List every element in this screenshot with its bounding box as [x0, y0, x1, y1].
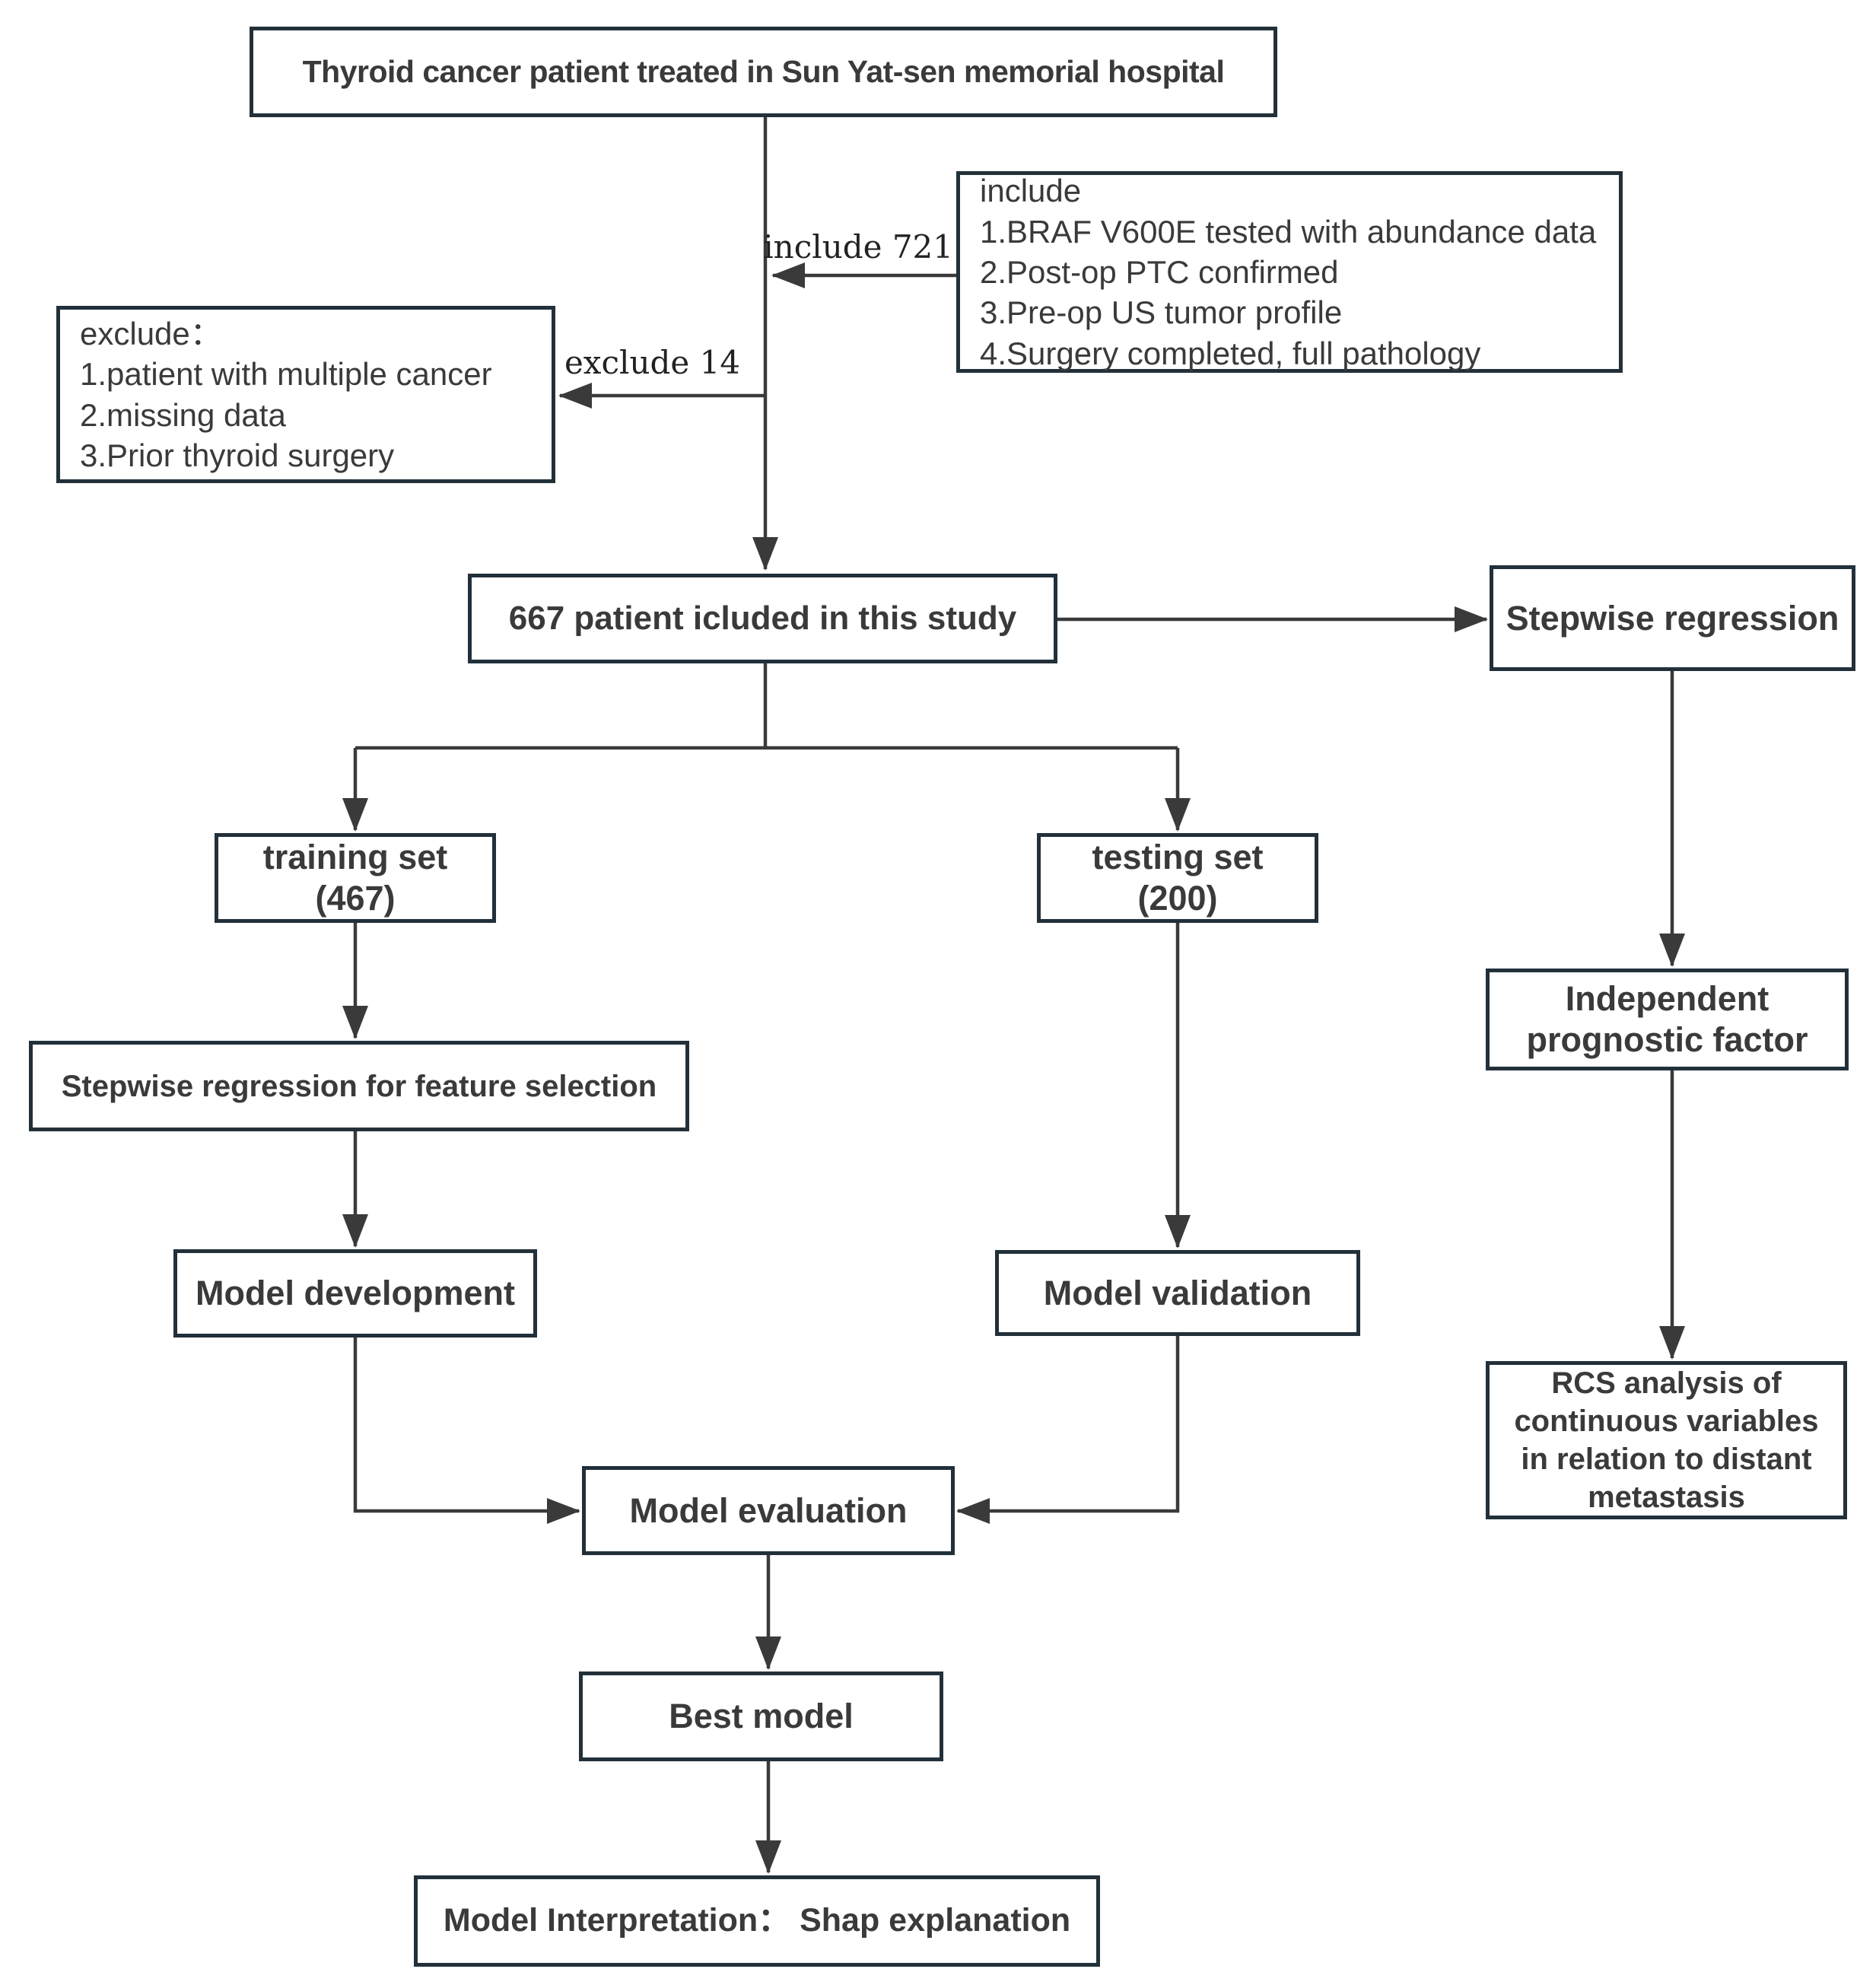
testing-set-count: (200)	[1137, 879, 1218, 918]
independent-line: Independent	[1565, 979, 1769, 1018]
node-rcs-analysis: RCS analysis of continuous variables in …	[1486, 1361, 1847, 1519]
node-feature-selection-label: Stepwise regression for feature selectio…	[61, 1069, 657, 1103]
node-include-criteria: include 1.BRAF V600E tested with abundan…	[956, 171, 1623, 373]
node-model-development-label: Model development	[195, 1274, 516, 1312]
node-stepwise-regression: Stepwise regression	[1490, 565, 1855, 671]
node-training-set: training set (467)	[215, 833, 496, 923]
node-stepwise-regression-label: Stepwise regression	[1506, 598, 1839, 638]
node-model-evaluation-label: Model evaluation	[629, 1490, 908, 1530]
training-set-count: (467)	[315, 879, 396, 918]
node-best-model-label: Best model	[669, 1697, 854, 1735]
split-trunk	[355, 663, 1178, 750]
training-set-label: training set	[262, 838, 448, 876]
include-line: 4.Surgery completed, full pathology	[980, 335, 1481, 371]
exclude-line: 3.Prior thyroid surgery	[80, 437, 395, 473]
include-line: include	[980, 173, 1082, 209]
edge-label-exclude-count: exclude 14	[564, 344, 741, 381]
node-model-interpretation-label: Model Interpretation： Shap explanation	[443, 1902, 1071, 1939]
rcs-line: continuous variables	[1514, 1404, 1819, 1438]
node-exclude-criteria: exclude： 1.patient with multiple cancer …	[56, 306, 555, 483]
node-model-development: Model development	[173, 1249, 537, 1338]
node-model-validation-label: Model validation	[1043, 1273, 1312, 1312]
node-patients-included: 667 patient icluded in this study	[468, 574, 1057, 663]
arrow-validation-to-evaluation	[956, 1336, 1180, 1524]
rcs-line: metastasis	[1588, 1481, 1745, 1514]
independent-line: prognostic factor	[1526, 1020, 1808, 1059]
include-line: 3.Pre-op US tumor profile	[980, 294, 1343, 331]
node-model-evaluation: Model evaluation	[582, 1466, 955, 1555]
node-model-validation: Model validation	[995, 1250, 1360, 1336]
rcs-line: RCS analysis of	[1551, 1366, 1782, 1400]
node-best-model: Best model	[579, 1672, 943, 1761]
arrow-development-to-evaluation	[353, 1338, 580, 1524]
node-top-hospital-label: Thyroid cancer patient treated in Sun Ya…	[302, 53, 1225, 89]
rcs-line: in relation to distant	[1521, 1442, 1812, 1476]
include-line: 1.BRAF V600E tested with abundance data	[980, 213, 1597, 250]
include-line: 2.Post-op PTC confirmed	[980, 253, 1339, 290]
exclude-line: 1.patient with multiple cancer	[80, 356, 492, 393]
exclude-line: 2.missing data	[80, 396, 286, 433]
node-feature-selection: Stepwise regression for feature selectio…	[29, 1041, 689, 1131]
node-model-interpretation: Model Interpretation： Shap explanation	[414, 1875, 1100, 1967]
node-testing-set: testing set (200)	[1037, 833, 1318, 923]
testing-set-label: testing set	[1092, 838, 1264, 876]
node-independent-prognostic-factor: Independent prognostic factor	[1486, 969, 1849, 1070]
exclude-line: exclude：	[80, 315, 222, 351]
node-patients-included-label: 667 patient icluded in this study	[508, 599, 1017, 637]
edge-label-include-count: include 721	[763, 228, 953, 266]
node-top-hospital: Thyroid cancer patient treated in Sun Ya…	[250, 27, 1277, 117]
